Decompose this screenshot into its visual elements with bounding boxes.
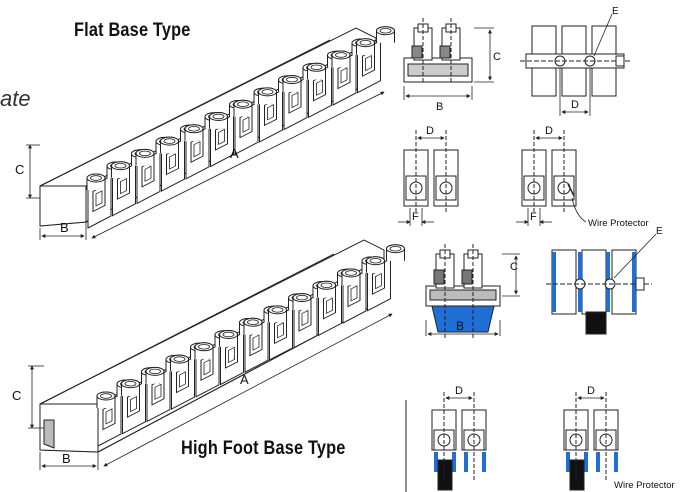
flat-base-type-title: Flat Base Type — [74, 20, 191, 41]
high-top-e-leader — [613, 233, 657, 279]
flat-side-left-dims — [398, 136, 445, 226]
high-foot-front-post — [243, 317, 263, 335]
flat-base-front-post — [307, 62, 326, 80]
high-foot-front-post — [366, 256, 385, 274]
flat-base-front-post — [282, 75, 302, 93]
high-foot-dimension-lines — [28, 313, 393, 470]
top-view-label-e: E — [612, 6, 619, 17]
high-front-label-b: B — [456, 319, 464, 333]
dimension-label-a: A — [230, 146, 239, 161]
cut-off-caption: ate — [0, 86, 31, 111]
top-view-label-d: D — [571, 99, 579, 111]
high-foot-front-post — [341, 268, 361, 286]
high-side-view-right — [563, 392, 619, 491]
high-foot-front-post — [145, 366, 165, 384]
high-foot-front-post — [96, 391, 116, 409]
flat-base-front-post — [331, 50, 351, 68]
flat-base-front-post — [356, 38, 375, 56]
high-side-view-left — [405, 392, 487, 492]
flat-base-front-post — [258, 87, 277, 105]
high-foot-front-post — [268, 305, 287, 323]
dimension-label-c: C — [15, 162, 24, 177]
high-foot-front-post — [292, 293, 312, 311]
side-left-label-d: D — [426, 125, 434, 137]
front-view-label-b: B — [436, 101, 443, 113]
flat-base-rear-post — [376, 26, 395, 44]
flat-base-front-post — [160, 136, 179, 154]
flat-top-view — [520, 25, 630, 97]
dimension-label-c-high: C — [12, 388, 21, 403]
wire-protector-callout-bottom: Wire Protector — [614, 480, 675, 491]
flat-front-dims — [403, 27, 494, 100]
flat-base-front-post — [111, 161, 130, 179]
side-left-label-f: F — [412, 211, 419, 223]
high-foot-rear-post — [386, 244, 405, 262]
flat-base-front-post — [135, 148, 155, 166]
flat-base-front-post — [233, 99, 253, 117]
flat-side-right-dims — [516, 136, 587, 226]
high-front-dims — [425, 253, 520, 336]
high-foot-front-post — [317, 280, 336, 298]
dimension-label-b: B — [60, 220, 69, 235]
high-foot-front-post — [121, 379, 140, 397]
high-top-label-e: E — [656, 226, 663, 237]
flat-front-view — [403, 18, 473, 83]
flat-base-dimension-lines — [26, 91, 385, 240]
flat-base-front-post — [86, 173, 106, 191]
side-right-label-f: F — [530, 211, 537, 223]
flat-side-view-left — [403, 130, 459, 214]
high-foot-front-post — [194, 342, 214, 360]
dimension-label-a-high: A — [240, 372, 249, 387]
high-top-view — [546, 249, 652, 335]
high-side-left-label-d: D — [455, 385, 463, 397]
flat-top-dims — [559, 13, 613, 116]
high-front-label-c: C — [510, 261, 518, 273]
front-view-label-c: C — [493, 51, 501, 63]
high-side-right-label-d: D — [587, 385, 595, 397]
side-right-label-d: D — [545, 125, 553, 137]
dimension-label-b-high: B — [62, 451, 71, 466]
flat-side-view-right — [521, 130, 577, 214]
flat-base-front-post — [184, 124, 204, 142]
high-foot-front-post — [170, 354, 189, 372]
flat-base-front-post — [209, 112, 228, 129]
high-foot-front-post — [219, 330, 238, 347]
wire-protector-callout-top: Wire Protector — [588, 218, 649, 229]
